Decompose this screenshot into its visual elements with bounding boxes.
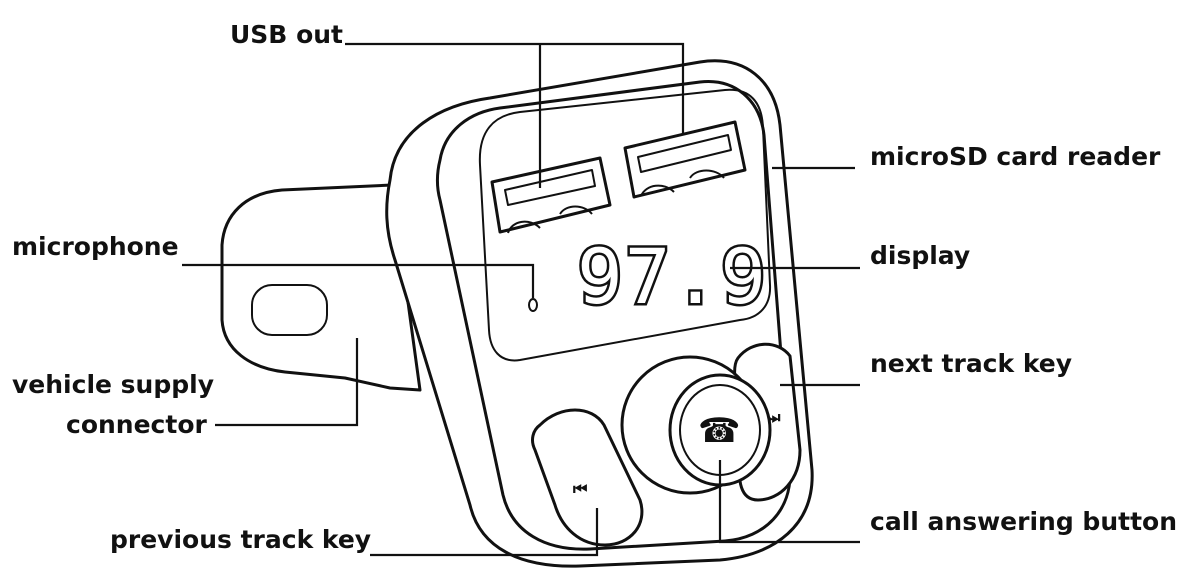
usb-port-left [490, 156, 612, 234]
label-microsd-card-reader: microSD card reader [870, 142, 1161, 171]
rewind-icon: ⏮ [573, 479, 587, 498]
label-usb-out: USB out [230, 20, 343, 49]
usb-port-right [623, 120, 747, 199]
vehicle-supply-connector [220, 183, 422, 392]
phone-handset-icon: ☎ [698, 411, 740, 451]
label-microphone: microphone [12, 232, 179, 261]
call-answering-button[interactable]: ☎ [620, 355, 772, 495]
microphone-hole [528, 298, 538, 312]
label-vehicle-supply-line2: connector [66, 410, 207, 439]
label-next-track-key: next track key [870, 349, 1072, 378]
display-panel [478, 88, 772, 362]
label-vehicle-supply-line1: vehicle supply [12, 370, 214, 399]
label-previous-track-key: previous track key [110, 525, 371, 554]
connector-slot [251, 284, 328, 336]
display-readout: 97.9 [577, 232, 768, 321]
previous-track-key[interactable]: ⏮ [531, 408, 644, 547]
label-call-answering-button: call answering button [870, 507, 1177, 536]
label-display: display [870, 241, 970, 270]
leader-lines [182, 42, 860, 557]
